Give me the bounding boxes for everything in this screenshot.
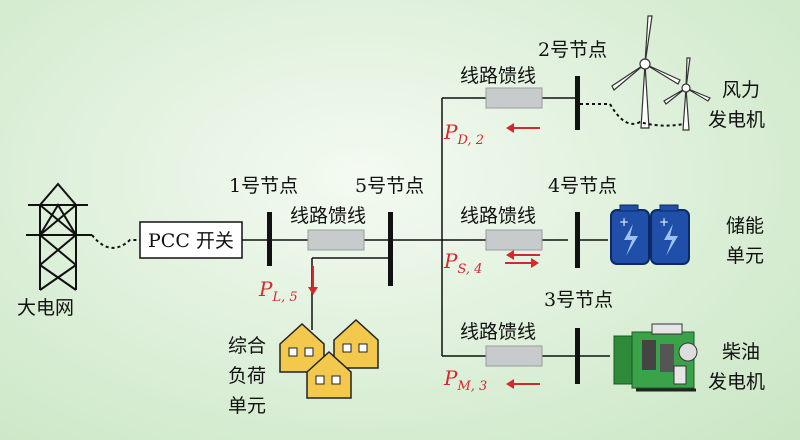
node3-label: 3号节点	[544, 289, 613, 311]
storage-label-line1: 储能	[726, 215, 764, 237]
load-label-line2: 负荷	[228, 365, 266, 387]
node1-label: 1号节点	[229, 175, 298, 197]
diesel-label-line2: 发电机	[708, 371, 765, 393]
house-load-icon	[279, 318, 379, 399]
node5-label: 5号节点	[355, 175, 424, 197]
feeder-box-main	[307, 229, 365, 251]
svg-text:+: +	[659, 215, 669, 229]
svg-text:+: +	[619, 215, 629, 229]
feeder-label-top: 线路馈线	[460, 65, 536, 87]
bus-lines	[242, 97, 610, 357]
grid-label: 大电网	[17, 297, 74, 319]
node1-bus-bar	[267, 212, 272, 266]
wind-label-line1: 风力	[722, 79, 760, 101]
node3-bus-bar	[575, 328, 580, 384]
feeder-box-top	[485, 87, 543, 109]
battery-icon: + +	[610, 204, 690, 265]
load-label-line3: 单元	[228, 395, 266, 417]
pcc-switch-label: PCC 开关	[148, 230, 234, 252]
power-label-pl5: PL, 5	[258, 277, 298, 305]
node2-bus-bar	[575, 76, 580, 130]
node4-label: 4号节点	[548, 175, 617, 197]
feeder-box-bot	[485, 345, 543, 367]
feeder-label-bot: 线路馈线	[460, 321, 536, 343]
diesel-label-line1: 柴油	[722, 341, 760, 363]
power-label-ps4: PS, 4	[443, 249, 482, 277]
grid-dotted-connection	[91, 234, 140, 249]
feeder-box-mid	[485, 229, 543, 251]
power-arrows	[308, 123, 540, 389]
wind-dotted-connection	[580, 103, 685, 127]
diesel-generator-icon	[613, 323, 698, 392]
feeder-label-main: 线路馈线	[290, 205, 366, 227]
wind-turbine-icon	[611, 15, 711, 131]
feeder-label-mid: 线路馈线	[460, 205, 536, 227]
power-label-pd2: PD, 2	[443, 120, 484, 148]
node2-label: 2号节点	[538, 39, 607, 61]
power-label-pm3: PM, 3	[443, 366, 487, 394]
storage-label-line2: 单元	[726, 245, 764, 267]
node5-bus-bar	[388, 212, 393, 286]
transmission-tower-icon	[26, 182, 92, 291]
wind-label-line2: 发电机	[708, 109, 765, 131]
node4-bus-bar	[575, 212, 580, 268]
load-label-line1: 综合	[228, 335, 266, 357]
